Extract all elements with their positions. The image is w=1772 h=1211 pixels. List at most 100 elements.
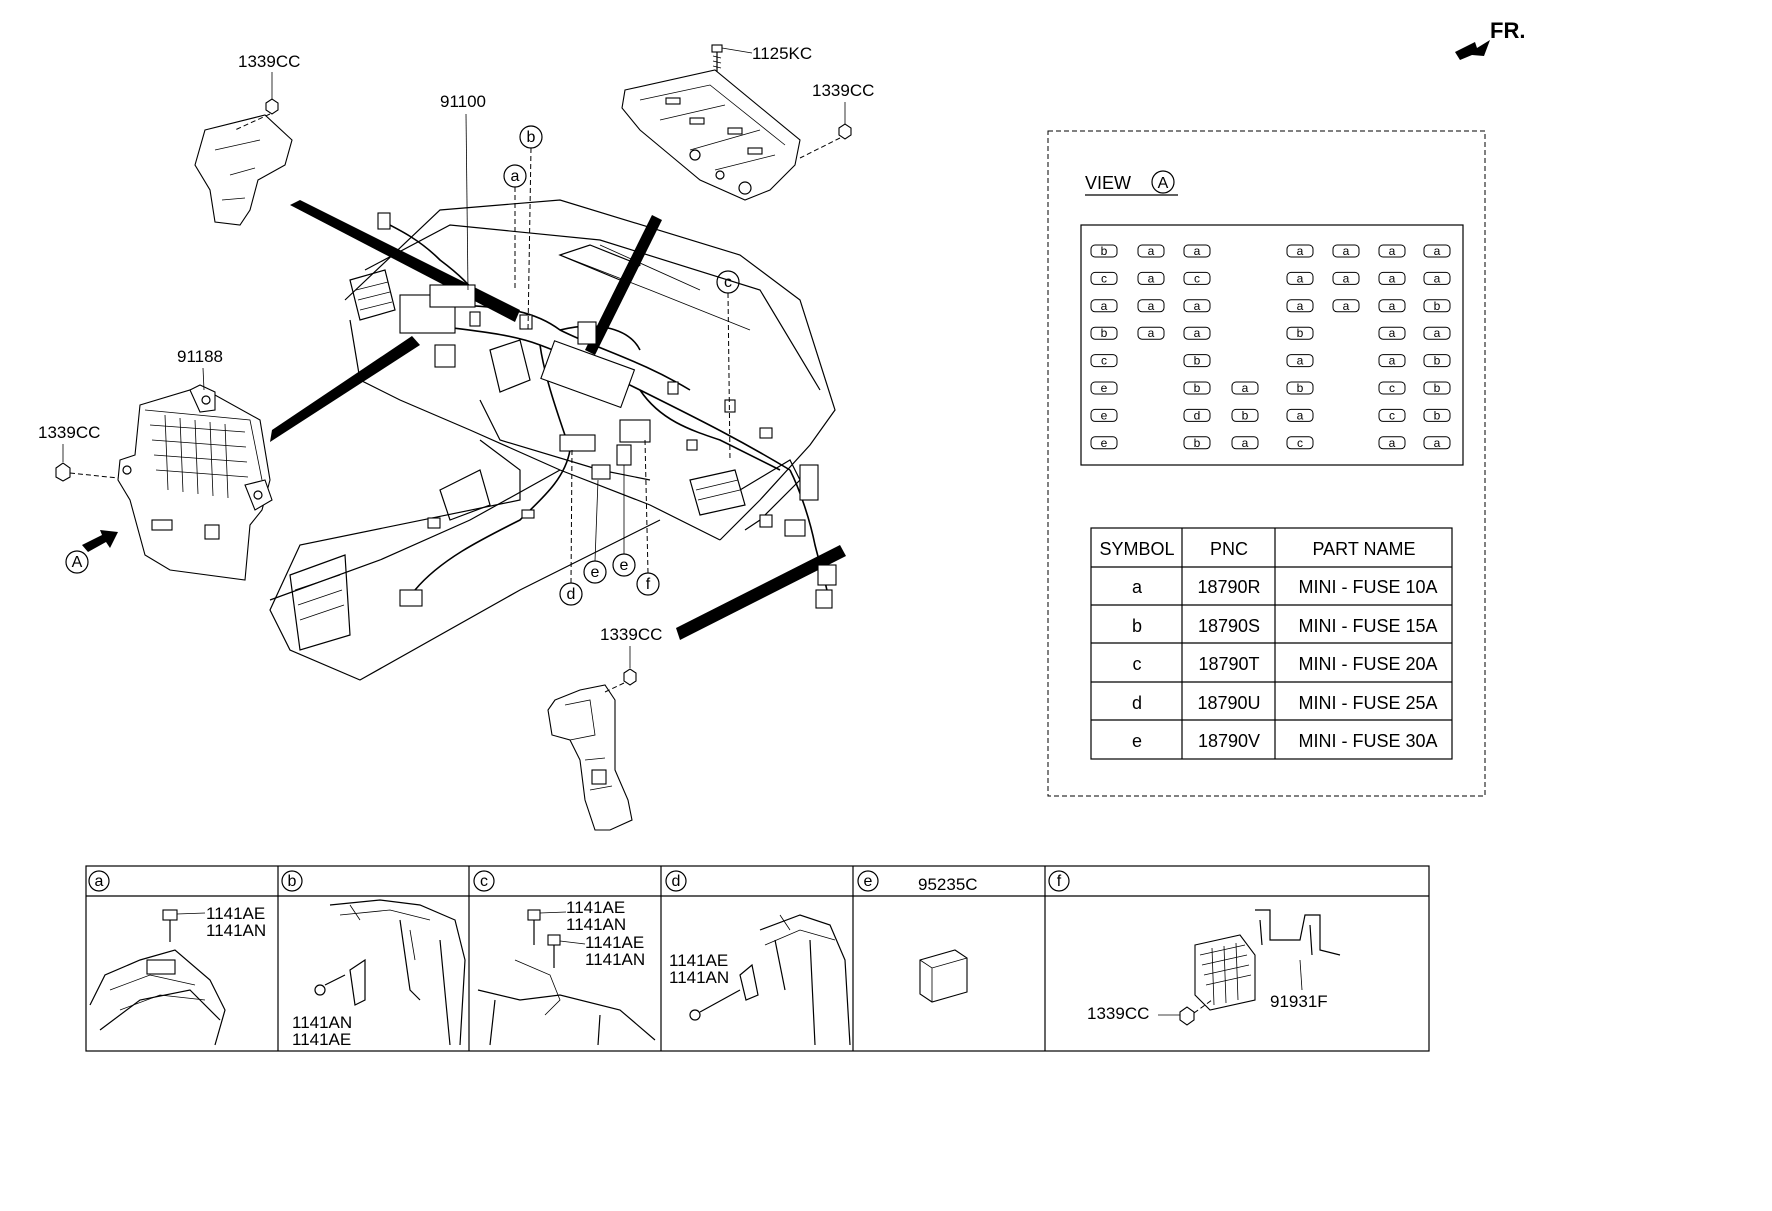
detail-c-label-4: 1141AN <box>585 950 645 969</box>
fuse-slot-symbol: b <box>1434 299 1441 313</box>
fuse-slot: b <box>1183 436 1211 450</box>
fuse-slot: a <box>1423 326 1451 340</box>
svg-text:VIEW: VIEW <box>1085 173 1131 193</box>
fuse-slot-symbol: e <box>1101 408 1108 422</box>
callout-e-left: e <box>583 479 607 584</box>
fuse-slot: a <box>1137 244 1165 258</box>
callout-d: d <box>559 449 583 606</box>
parts-diagram-page: FR. 1339CC 1125KC 1339CC <box>38 18 1526 1052</box>
detail-f-label-1: 1339CC <box>1087 1004 1149 1023</box>
table-cell-symbol: a <box>1132 577 1143 597</box>
fuse-slot-symbol: a <box>1434 244 1441 258</box>
fuse-slot: a <box>1286 271 1314 285</box>
callout-c: c <box>716 270 740 461</box>
fuse-slot: b <box>1286 381 1314 395</box>
front-orientation-indicator: FR. <box>1455 18 1525 60</box>
fuse-slot: a <box>1090 299 1118 313</box>
table-header-part-name: PART NAME <box>1312 539 1415 559</box>
nut-top-left-callout: 1339CC <box>238 52 300 71</box>
fuse-slot-symbol: a <box>1148 244 1155 258</box>
fuse-slot: a <box>1423 436 1451 450</box>
detail-c-label-1: 1141AE <box>566 898 625 917</box>
fuse-slot: b <box>1090 326 1118 340</box>
bolt-icon <box>162 909 178 921</box>
fuse-slot: a <box>1378 436 1406 450</box>
detail-cell-a: a 1141AE 1141AN <box>88 870 266 1046</box>
instrument-panel-assembly <box>269 199 836 681</box>
fuse-slot-symbol: b <box>1101 326 1108 340</box>
relay-icon <box>919 949 968 1003</box>
fuse-slot: a <box>1378 271 1406 285</box>
detail-letter-e: e <box>864 873 873 890</box>
fuse-slot-symbol: a <box>1389 299 1396 313</box>
fuse-slot: a <box>1423 244 1451 258</box>
detail-cell-c: c 1141AE 1141AN 1141AE 1141AN <box>473 870 656 1046</box>
table-cell-part-name: MINI - FUSE 15A <box>1298 616 1437 636</box>
table-cell-symbol: b <box>1132 616 1142 636</box>
table-cell-part-name: MINI - FUSE 10A <box>1298 577 1437 597</box>
detail-letter-c: c <box>480 873 488 890</box>
fuse-slot: b <box>1423 299 1451 313</box>
detail-c-label-2: 1141AN <box>566 915 626 934</box>
nut-bottom-callout: 1339CC <box>600 625 662 644</box>
detail-f-label-2: 91931F <box>1270 992 1328 1011</box>
fuse-slot-symbol: a <box>1297 299 1304 313</box>
table-cell-pnc: 18790R <box>1197 577 1260 597</box>
fuse-slot: a <box>1137 299 1165 313</box>
callout-a: a <box>503 164 527 290</box>
fuse-slot-symbol: b <box>1434 408 1441 422</box>
fuse-slot-symbol: a <box>1242 436 1249 450</box>
fuse-slot: b <box>1090 244 1118 258</box>
fuse-slot-symbol: b <box>1194 436 1201 450</box>
svg-text:f: f <box>646 576 651 593</box>
fuse-slot: a <box>1378 354 1406 368</box>
junction-box-91188: 91188 1339CC A <box>38 347 273 581</box>
fuse-slot: a <box>1332 271 1360 285</box>
svg-text:a: a <box>511 168 520 185</box>
front-arrow-icon <box>1455 40 1490 60</box>
detail-cell-e: e 95235C <box>857 870 978 1003</box>
svg-text:d: d <box>567 586 576 603</box>
fuse-slot: d <box>1183 408 1211 422</box>
view-a-title: VIEW A <box>1085 170 1178 196</box>
fuse-slot-symbol: a <box>1434 271 1441 285</box>
fuse-slot-symbol: b <box>1194 354 1201 368</box>
fuse-slot: a <box>1137 326 1165 340</box>
fuse-slot: a <box>1332 299 1360 313</box>
detail-letter-a: a <box>95 873 104 890</box>
table-cell-pnc: 18790V <box>1198 731 1260 751</box>
detail-letter-b: b <box>288 873 297 890</box>
view-a-marker: A <box>72 554 83 571</box>
fuse-slot: a <box>1183 299 1211 313</box>
detail-a-label-2: 1141AN <box>206 921 266 940</box>
fuse-slot: b <box>1423 354 1451 368</box>
fuse-slot-symbol: a <box>1343 299 1350 313</box>
bolt-icon <box>689 1009 701 1021</box>
detail-letter-d: d <box>672 873 681 890</box>
fuse-slot-symbol: c <box>1101 354 1107 368</box>
nut-left-icon <box>55 462 71 482</box>
fuse-slot-symbol: a <box>1194 244 1201 258</box>
fuse-slot-symbol: c <box>1389 408 1395 422</box>
fuse-slot-symbol: a <box>1389 326 1396 340</box>
callout-f: f <box>636 439 660 596</box>
fuse-slot-symbol: a <box>1297 244 1304 258</box>
fuse-slot: a <box>1286 408 1314 422</box>
fuse-slot-symbol: a <box>1194 299 1201 313</box>
detail-cell-b: b 1141AN 1141AE <box>281 870 466 1049</box>
fuse-slot: b <box>1183 381 1211 395</box>
fuse-slot: c <box>1090 271 1118 285</box>
detail-b-label-1: 1141AN <box>292 1013 352 1032</box>
fuse-slot-symbol: a <box>1297 408 1304 422</box>
fuse-slot-symbol: a <box>1343 244 1350 258</box>
table-cell-pnc: 18790T <box>1198 654 1259 674</box>
fuse-slot: e <box>1090 436 1118 450</box>
nut-left-callout: 1339CC <box>38 423 100 442</box>
fuse-slot-symbol: e <box>1101 381 1108 395</box>
fuse-slot: b <box>1423 408 1451 422</box>
detail-d-label-2: 1141AN <box>669 968 729 987</box>
detail-e-part-number: 95235C <box>918 875 978 894</box>
fuse-slot-symbol: a <box>1148 326 1155 340</box>
nut-icon <box>1179 1006 1195 1026</box>
